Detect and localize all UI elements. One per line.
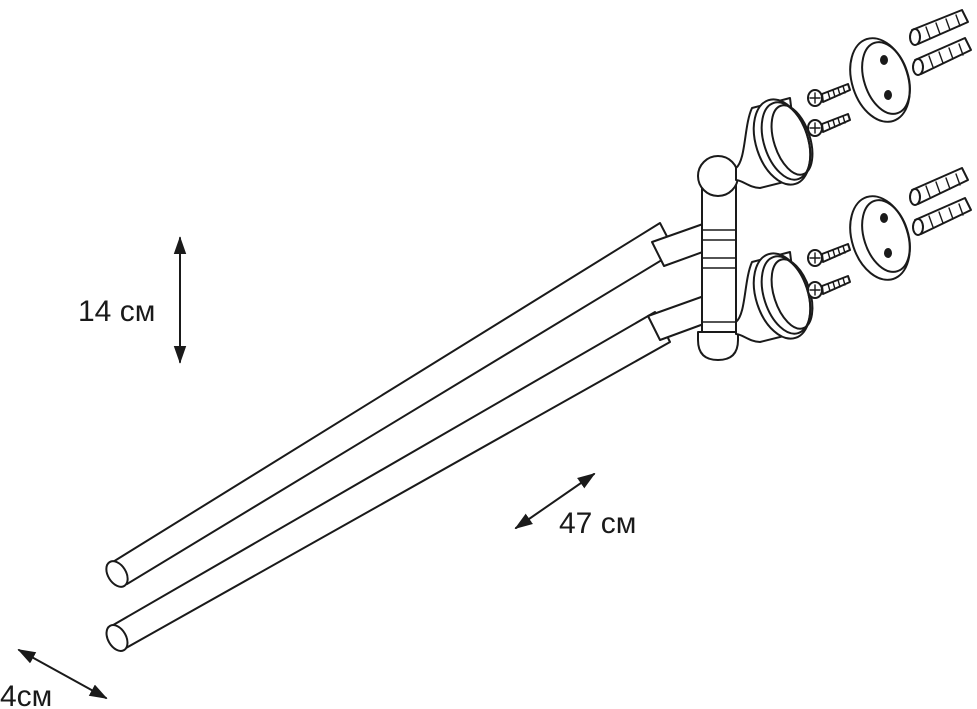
wall-plug [912,197,972,236]
upper-mounting-plate [849,37,911,123]
pivot-post [697,155,739,361]
length-dimension-arrow [514,472,596,530]
depth-dimension-arrow [17,649,108,699]
screw [807,275,851,299]
lower-bar [105,290,721,652]
height-dimension-label: 14 см [78,295,155,328]
lower-wall-bracket [735,251,814,343]
depth-dimension-label: 4см [0,680,52,709]
length-dimension-label: 47 см [559,507,636,540]
screw [807,243,851,267]
screw [807,83,851,107]
upper-wall-bracket [735,97,814,189]
wall-plug [912,37,972,76]
screw [807,113,851,137]
wall-plug [909,167,969,206]
lower-mounting-plate [849,195,911,281]
wall-plug [909,9,969,46]
